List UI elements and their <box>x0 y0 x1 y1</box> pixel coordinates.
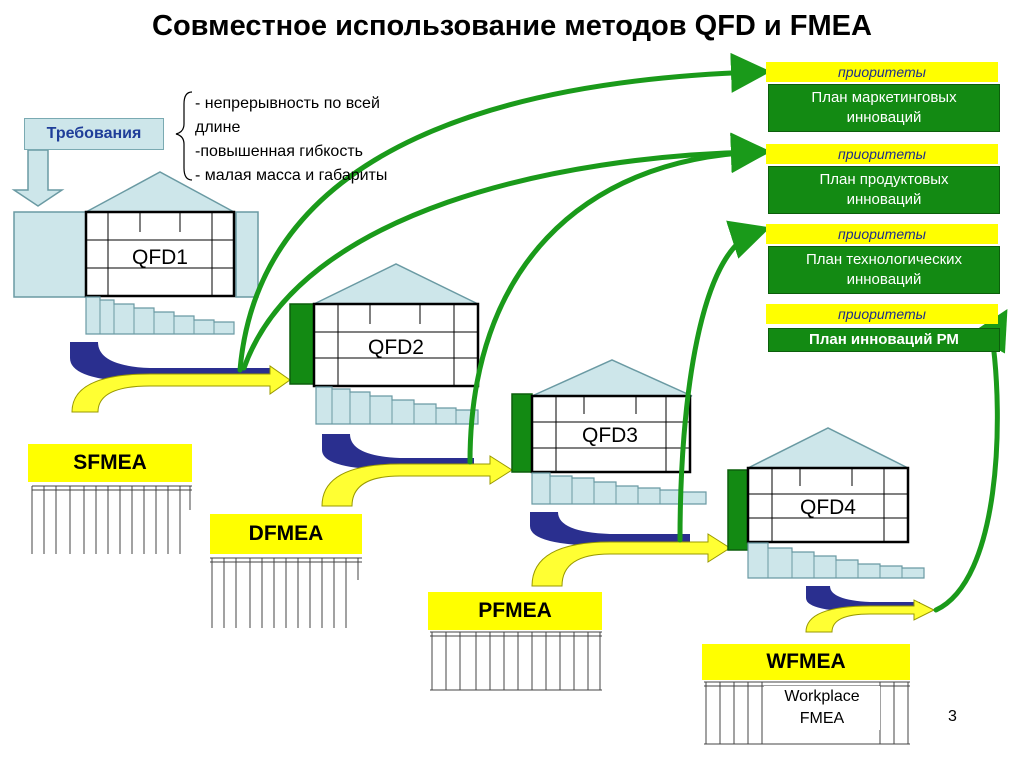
green-arrow-qfd4-to-pm <box>933 308 1008 613</box>
pfmea-form-grid <box>430 631 602 691</box>
dfmea-form-grid <box>210 557 362 628</box>
qfd1-house <box>13 171 259 335</box>
qfd4-house <box>727 427 925 579</box>
blue-flow-arrow-1 <box>70 342 272 382</box>
yellow-flow-arrow-3 <box>531 533 731 587</box>
sfmea-label: SFMEA <box>28 444 192 482</box>
requirements-brace <box>175 91 193 181</box>
requirements-down-arrow <box>11 149 65 207</box>
plan-line: План технологических <box>805 251 963 268</box>
plan-marketing-innovations: План маркетинговых инноваций <box>768 84 1000 132</box>
yellow-flow-arrow-1 <box>71 365 291 413</box>
plan-line: План продуктовых <box>819 171 949 188</box>
qfd3-label: QFD3 <box>581 424 638 447</box>
pfmea-label: PFMEA <box>428 592 602 630</box>
workplace-fmea-line: Workplace <box>784 688 860 705</box>
slide-title: Совместное использование методов QFD и F… <box>152 10 872 42</box>
plan-line: инноваций <box>846 271 922 288</box>
yellow-flow-arrow-4 <box>805 599 936 633</box>
plan-line: инноваций <box>846 191 922 208</box>
sfmea-form-grid <box>31 485 192 554</box>
plan-line: План инноваций РМ <box>809 331 959 348</box>
green-arrow-qfd2-to-product <box>467 133 771 465</box>
requirement-item: - непрерывность по всей <box>195 95 380 112</box>
plan-pm-innovations: План инноваций РМ <box>768 328 1000 352</box>
requirements-list: - непрерывность по всей длине -повышенна… <box>195 92 455 188</box>
priority-label-technology: приоритеты <box>766 224 998 244</box>
blue-flow-arrow-2 <box>322 434 474 470</box>
priority-label-marketing: приоритеты <box>766 62 998 82</box>
plan-technology-innovations: План технологических инноваций <box>768 246 1000 294</box>
green-arrow-qfd1-to-product <box>241 132 771 371</box>
requirement-item: длине <box>195 119 241 136</box>
qfd3-house <box>511 359 707 505</box>
page-number: 3 <box>948 708 957 725</box>
wfmea-label: WFMEA <box>702 644 910 680</box>
qfd4-label: QFD4 <box>799 496 856 519</box>
workplace-fmea-caption: Workplace FMEA <box>764 686 880 730</box>
green-arrow-qfd1-to-marketing <box>237 52 771 373</box>
priority-label-pm: приоритеты <box>766 304 998 324</box>
dfmea-label: DFMEA <box>210 514 362 554</box>
yellow-flow-arrow-2 <box>321 455 513 507</box>
requirement-item: -повышенная гибкость <box>195 143 363 160</box>
workplace-fmea-line: FMEA <box>799 710 845 727</box>
requirements-box: Требования <box>24 118 164 150</box>
plan-line: инноваций <box>846 109 922 126</box>
green-arrow-qfd3-to-technology <box>677 220 771 543</box>
requirement-item: - малая масса и габариты <box>195 167 388 184</box>
plan-line: План маркетинговых <box>811 89 957 106</box>
qfd2-house <box>289 263 480 425</box>
qfd1-label: QFD1 <box>131 246 188 269</box>
plan-product-innovations: План продуктовых инноваций <box>768 166 1000 214</box>
qfd2-label: QFD2 <box>367 336 424 359</box>
priority-label-product: приоритеты <box>766 144 998 164</box>
blue-flow-arrow-3 <box>530 512 690 546</box>
